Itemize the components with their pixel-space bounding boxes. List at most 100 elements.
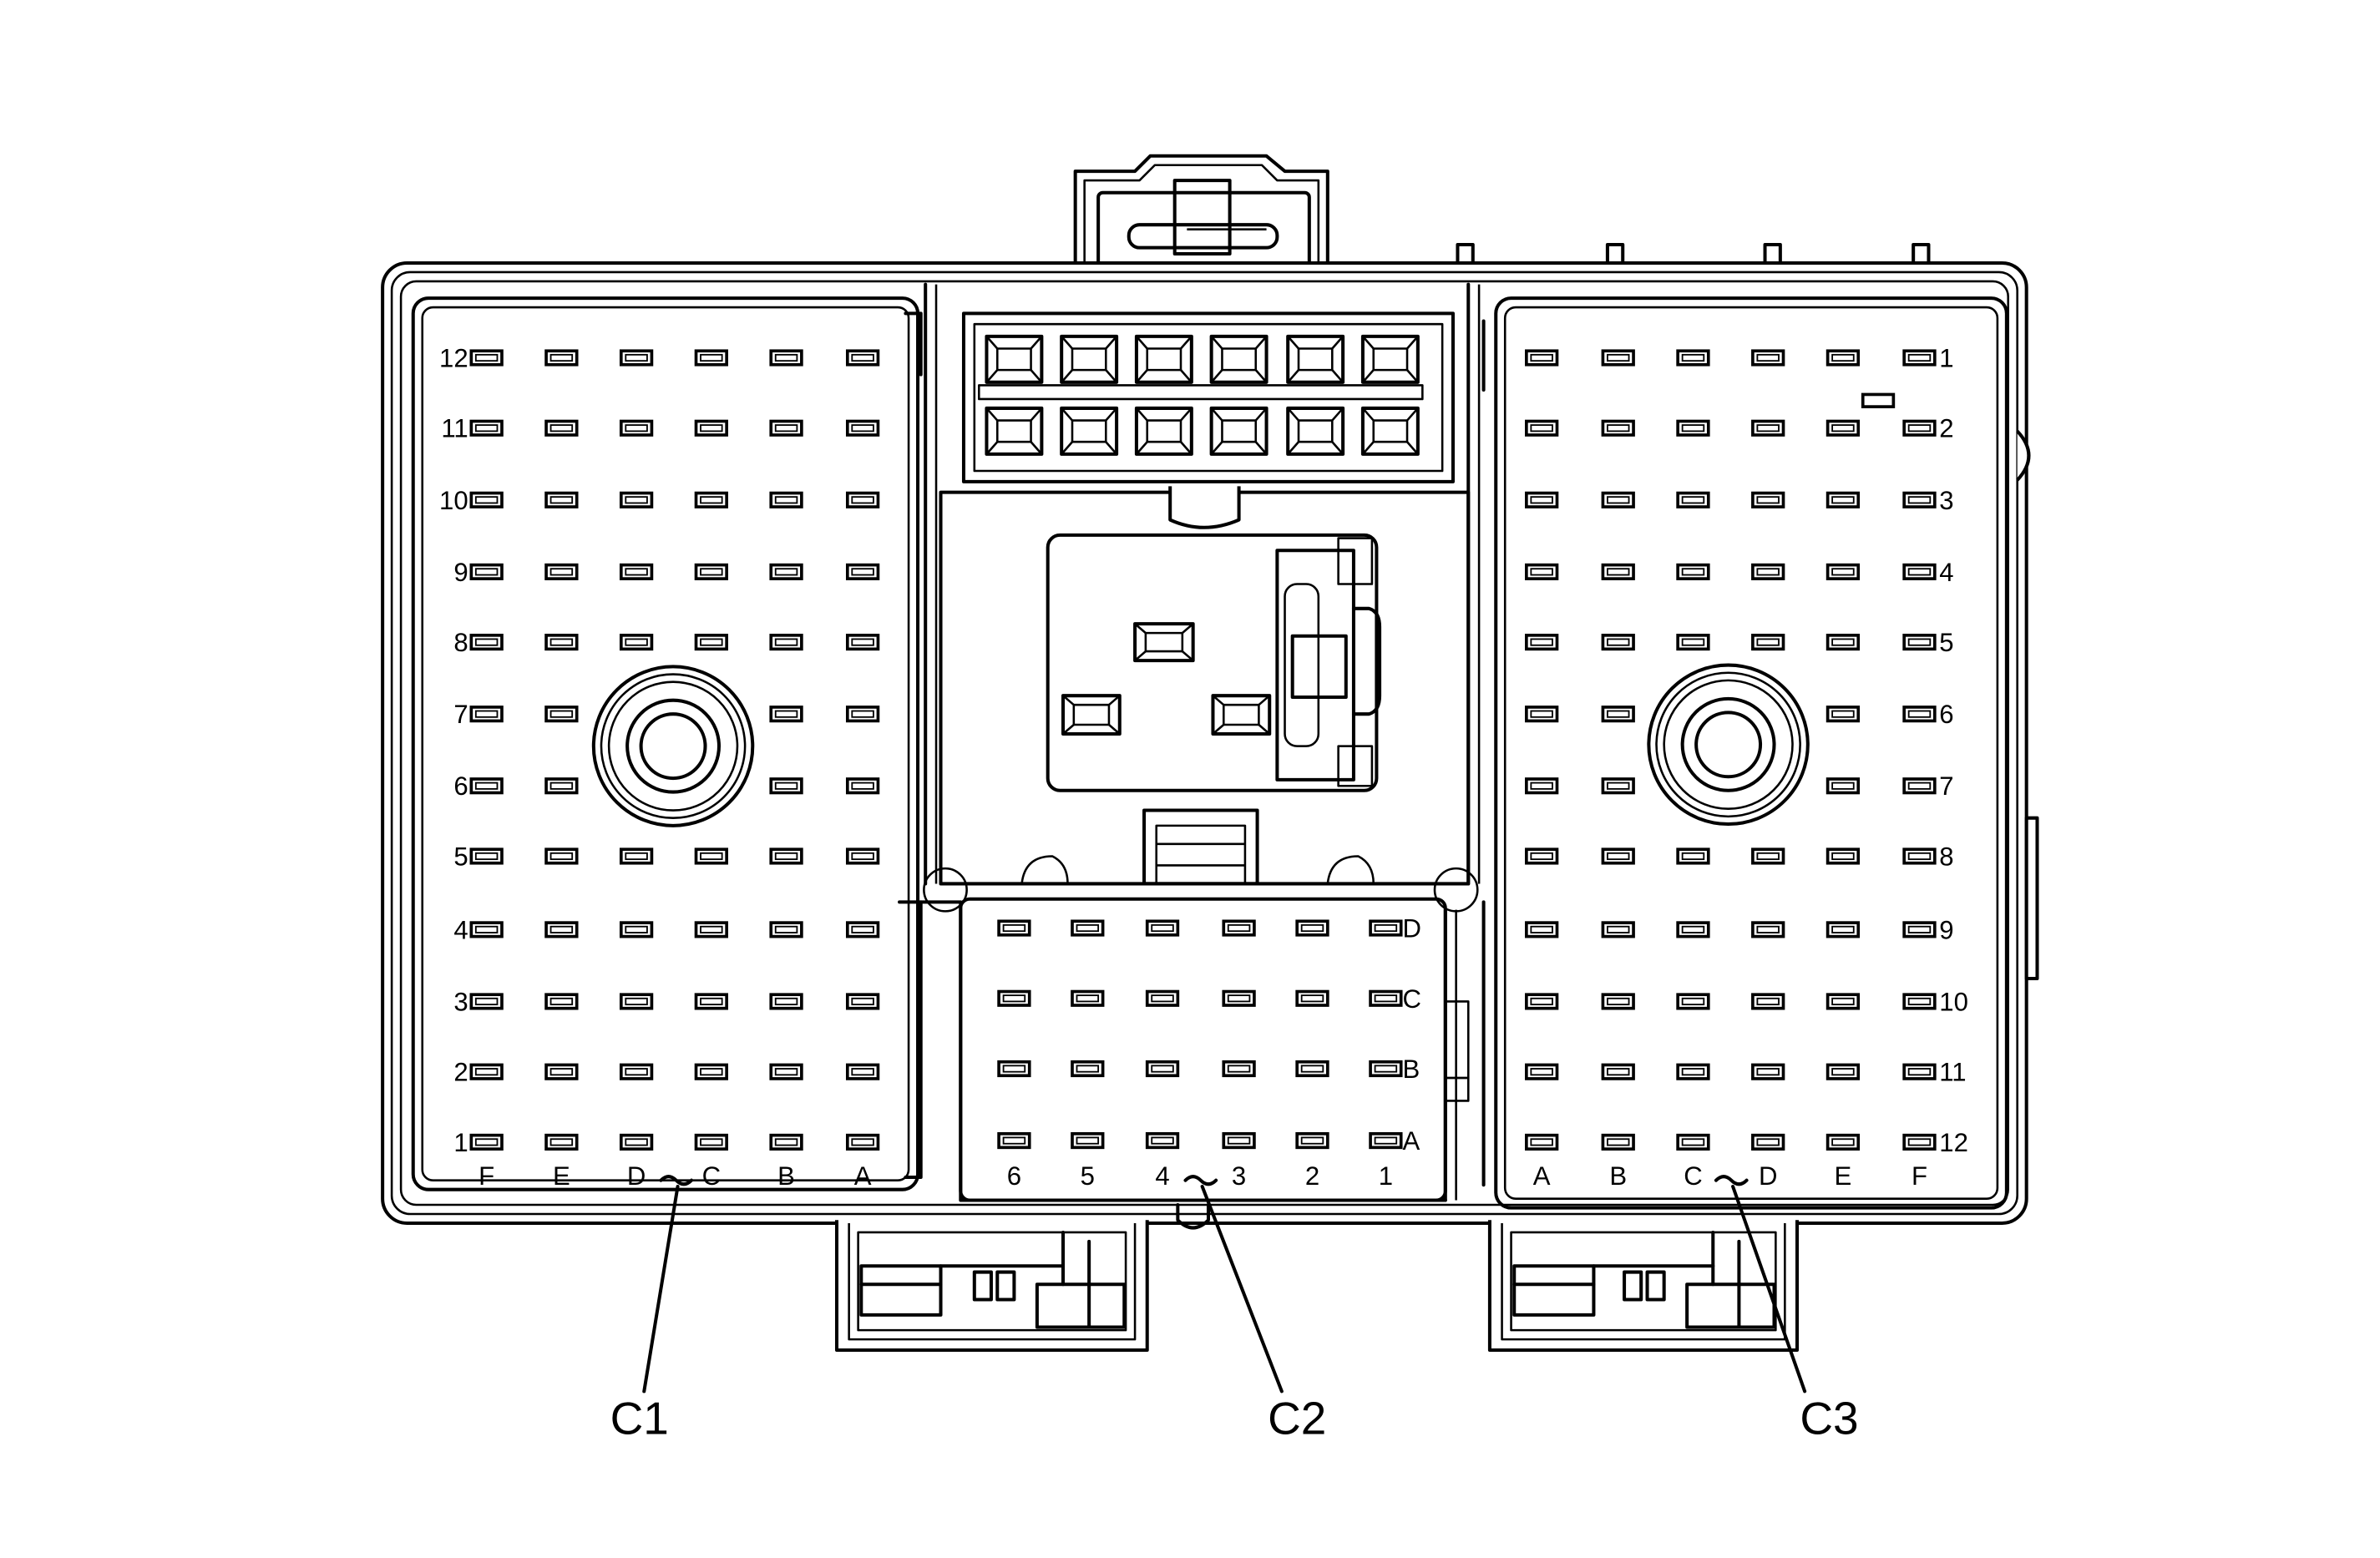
c1-pin-D12: [619, 349, 654, 367]
relay-terminal: [1061, 694, 1122, 736]
c1-pin-C2: [694, 1063, 728, 1080]
c2-pin-2A: [1295, 1132, 1329, 1150]
c3-row-label: 3: [1939, 486, 1953, 515]
c1-pin-F9: [469, 563, 504, 580]
c1-pin-F2: [469, 1063, 504, 1080]
c3-pin-A12: [1525, 1133, 1559, 1151]
c3-pin-A8: [1525, 847, 1559, 865]
c3-pin-A4: [1525, 563, 1559, 580]
c3-pin-A1: [1525, 349, 1559, 367]
top-terminal: [1209, 406, 1268, 456]
c1-pin-C12: [694, 349, 728, 367]
c2-pin-3D: [1222, 919, 1256, 937]
c3-pin-D2: [1751, 419, 1785, 437]
c3-column-label: A: [1533, 1161, 1551, 1191]
c3-pin-C2: [1676, 419, 1710, 437]
c1-pin-A3: [845, 993, 880, 1010]
c1-pin-D5: [619, 847, 654, 865]
c2-pin-6A: [997, 1132, 1031, 1150]
c1-pin-D2: [619, 1063, 654, 1080]
c1-pin-F8: [469, 634, 504, 651]
c3-pin-E8: [1826, 847, 1861, 865]
c3-pin-E3: [1826, 491, 1861, 508]
top-terminal: [1360, 334, 1420, 384]
c3-pin-E9: [1826, 921, 1861, 938]
c1-row-label: 8: [453, 628, 468, 657]
c3-pin-B9: [1601, 921, 1635, 938]
c3-pin-B4: [1601, 563, 1635, 580]
c1-pin-A2: [845, 1063, 880, 1080]
c3-center-post: [1647, 663, 1810, 827]
c1-pin-B1: [769, 1133, 803, 1151]
top-terminal: [1060, 406, 1119, 456]
c2-row-label: A: [1403, 1126, 1420, 1156]
c3-pin-E1: [1826, 349, 1861, 367]
c3-pin-B6: [1601, 706, 1635, 723]
c2-row-label: C: [1403, 984, 1421, 1014]
c2-pin-4D: [1145, 919, 1180, 937]
top-terminal: [1060, 334, 1119, 384]
c3-pin-D8: [1751, 847, 1785, 865]
c2-row-label: B: [1403, 1055, 1420, 1084]
c3-pin-F6: [1902, 706, 1937, 723]
c1-pin-E11: [544, 419, 579, 437]
c1-column-label: B: [777, 1161, 795, 1191]
c1-pin-D11: [619, 419, 654, 437]
c1-pin-A9: [845, 563, 880, 580]
c1-pin-A5: [845, 847, 880, 865]
c3-row-label: 5: [1939, 628, 1953, 657]
c1-pin-F12: [469, 349, 504, 367]
c1-center-post: [591, 665, 755, 827]
c3-pin-B10: [1601, 993, 1635, 1010]
c3-pin-C5: [1676, 634, 1710, 651]
c1-pin-A7: [845, 706, 880, 723]
top-terminal: [985, 334, 1044, 384]
c2-pin-4B: [1145, 1060, 1180, 1078]
connector-c2-body: [898, 855, 1479, 1202]
c3-pin-B8: [1601, 847, 1635, 865]
c1-pin-E3: [544, 993, 579, 1010]
c3-pin-D1: [1751, 349, 1785, 367]
c1-pin-A10: [845, 491, 880, 508]
c3-pin-F10: [1902, 993, 1937, 1010]
relay-terminal: [1133, 622, 1195, 663]
c3-pin-D10: [1751, 993, 1785, 1010]
c1-pin-F11: [469, 419, 504, 437]
c1-row-label: 6: [453, 771, 468, 801]
c1-pin-C3: [694, 993, 728, 1010]
c1-pin-E12: [544, 349, 579, 367]
c3-pin-C9: [1676, 921, 1710, 938]
c1-pin-D4: [619, 921, 654, 938]
c3-pin-A9: [1525, 921, 1559, 938]
c1-pin-E2: [544, 1063, 579, 1080]
c3-pin-F2: [1902, 419, 1937, 437]
relay-terminal: [1211, 694, 1272, 736]
c2-pin-2C: [1295, 989, 1329, 1007]
c1-row-label: 2: [453, 1058, 468, 1087]
top-terminal: [1134, 406, 1193, 456]
c1-column-label: F: [479, 1161, 494, 1191]
c3-column-label: B: [1609, 1161, 1627, 1191]
c1-pin-A1: [845, 1133, 880, 1151]
c3-pin-E6: [1826, 706, 1861, 723]
c2-pointer-mark: [1183, 1175, 1218, 1186]
c3-column-label: C: [1684, 1161, 1702, 1191]
c1-pin-E7: [544, 706, 579, 723]
top-terminal: [1360, 406, 1420, 456]
c3-pin-A6: [1525, 706, 1559, 723]
c3-pin-E11: [1826, 1063, 1861, 1080]
c3-pin-A5: [1525, 634, 1559, 651]
c3-pin-E5: [1826, 634, 1861, 651]
c3-pin-D12: [1751, 1133, 1785, 1151]
c1-row-label: 5: [453, 842, 468, 871]
c1-pin-C10: [694, 491, 728, 508]
c3-row-label: 7: [1939, 771, 1953, 801]
c3-pin-C3: [1676, 491, 1710, 508]
c3-pin-D5: [1751, 634, 1785, 651]
top-terminal: [1134, 334, 1193, 384]
c2-column-label: 4: [1155, 1161, 1169, 1191]
top-terminal: [1209, 334, 1268, 384]
c3-row-label: 12: [1939, 1128, 1968, 1157]
c1-pin-B6: [769, 777, 803, 795]
